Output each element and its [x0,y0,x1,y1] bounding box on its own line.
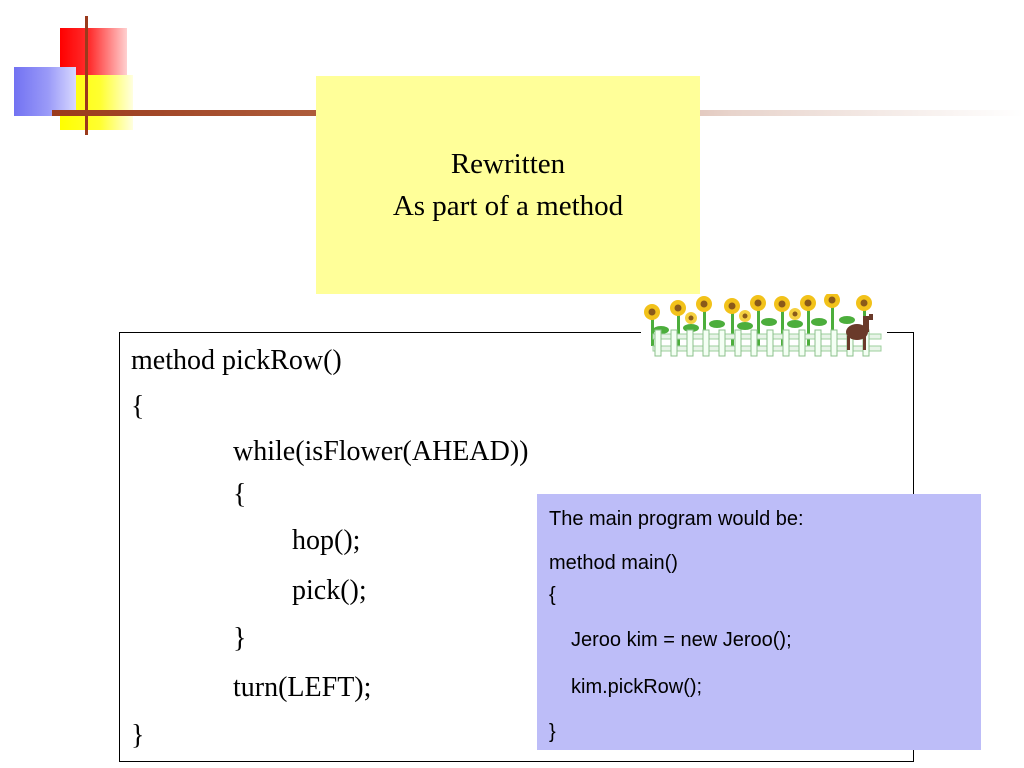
blue-square-decoration [14,67,76,116]
code-line: hop(); [292,525,361,556]
code-line: turn(LEFT); [233,672,372,703]
code-line: { [233,479,247,510]
callout-code-line: method main() [549,552,678,574]
code-line: } [233,623,247,654]
callout-code-line: kim.pickRow(); [571,676,703,698]
sunflower-garden-icon [641,294,887,358]
main-program-callout: The main program would be: method main()… [537,494,981,750]
slide-title-line-2: As part of a method [392,190,624,222]
code-line: pick(); [292,575,367,606]
callout-code-line: { [549,584,556,606]
code-line: } [131,720,145,751]
code-line: method pickRow() [131,345,342,376]
code-line: { [131,391,145,422]
slide-title-box: Rewritten As part of a method [316,76,700,294]
callout-heading: The main program would be: [549,508,804,530]
slide-title-line-1: Rewritten [450,148,566,180]
vertical-rule [85,16,88,135]
callout-code-line: } [549,721,556,743]
code-line: while(isFlower(AHEAD)) [233,436,529,467]
callout-code-line: Jeroo kim = new Jeroo(); [571,629,792,651]
